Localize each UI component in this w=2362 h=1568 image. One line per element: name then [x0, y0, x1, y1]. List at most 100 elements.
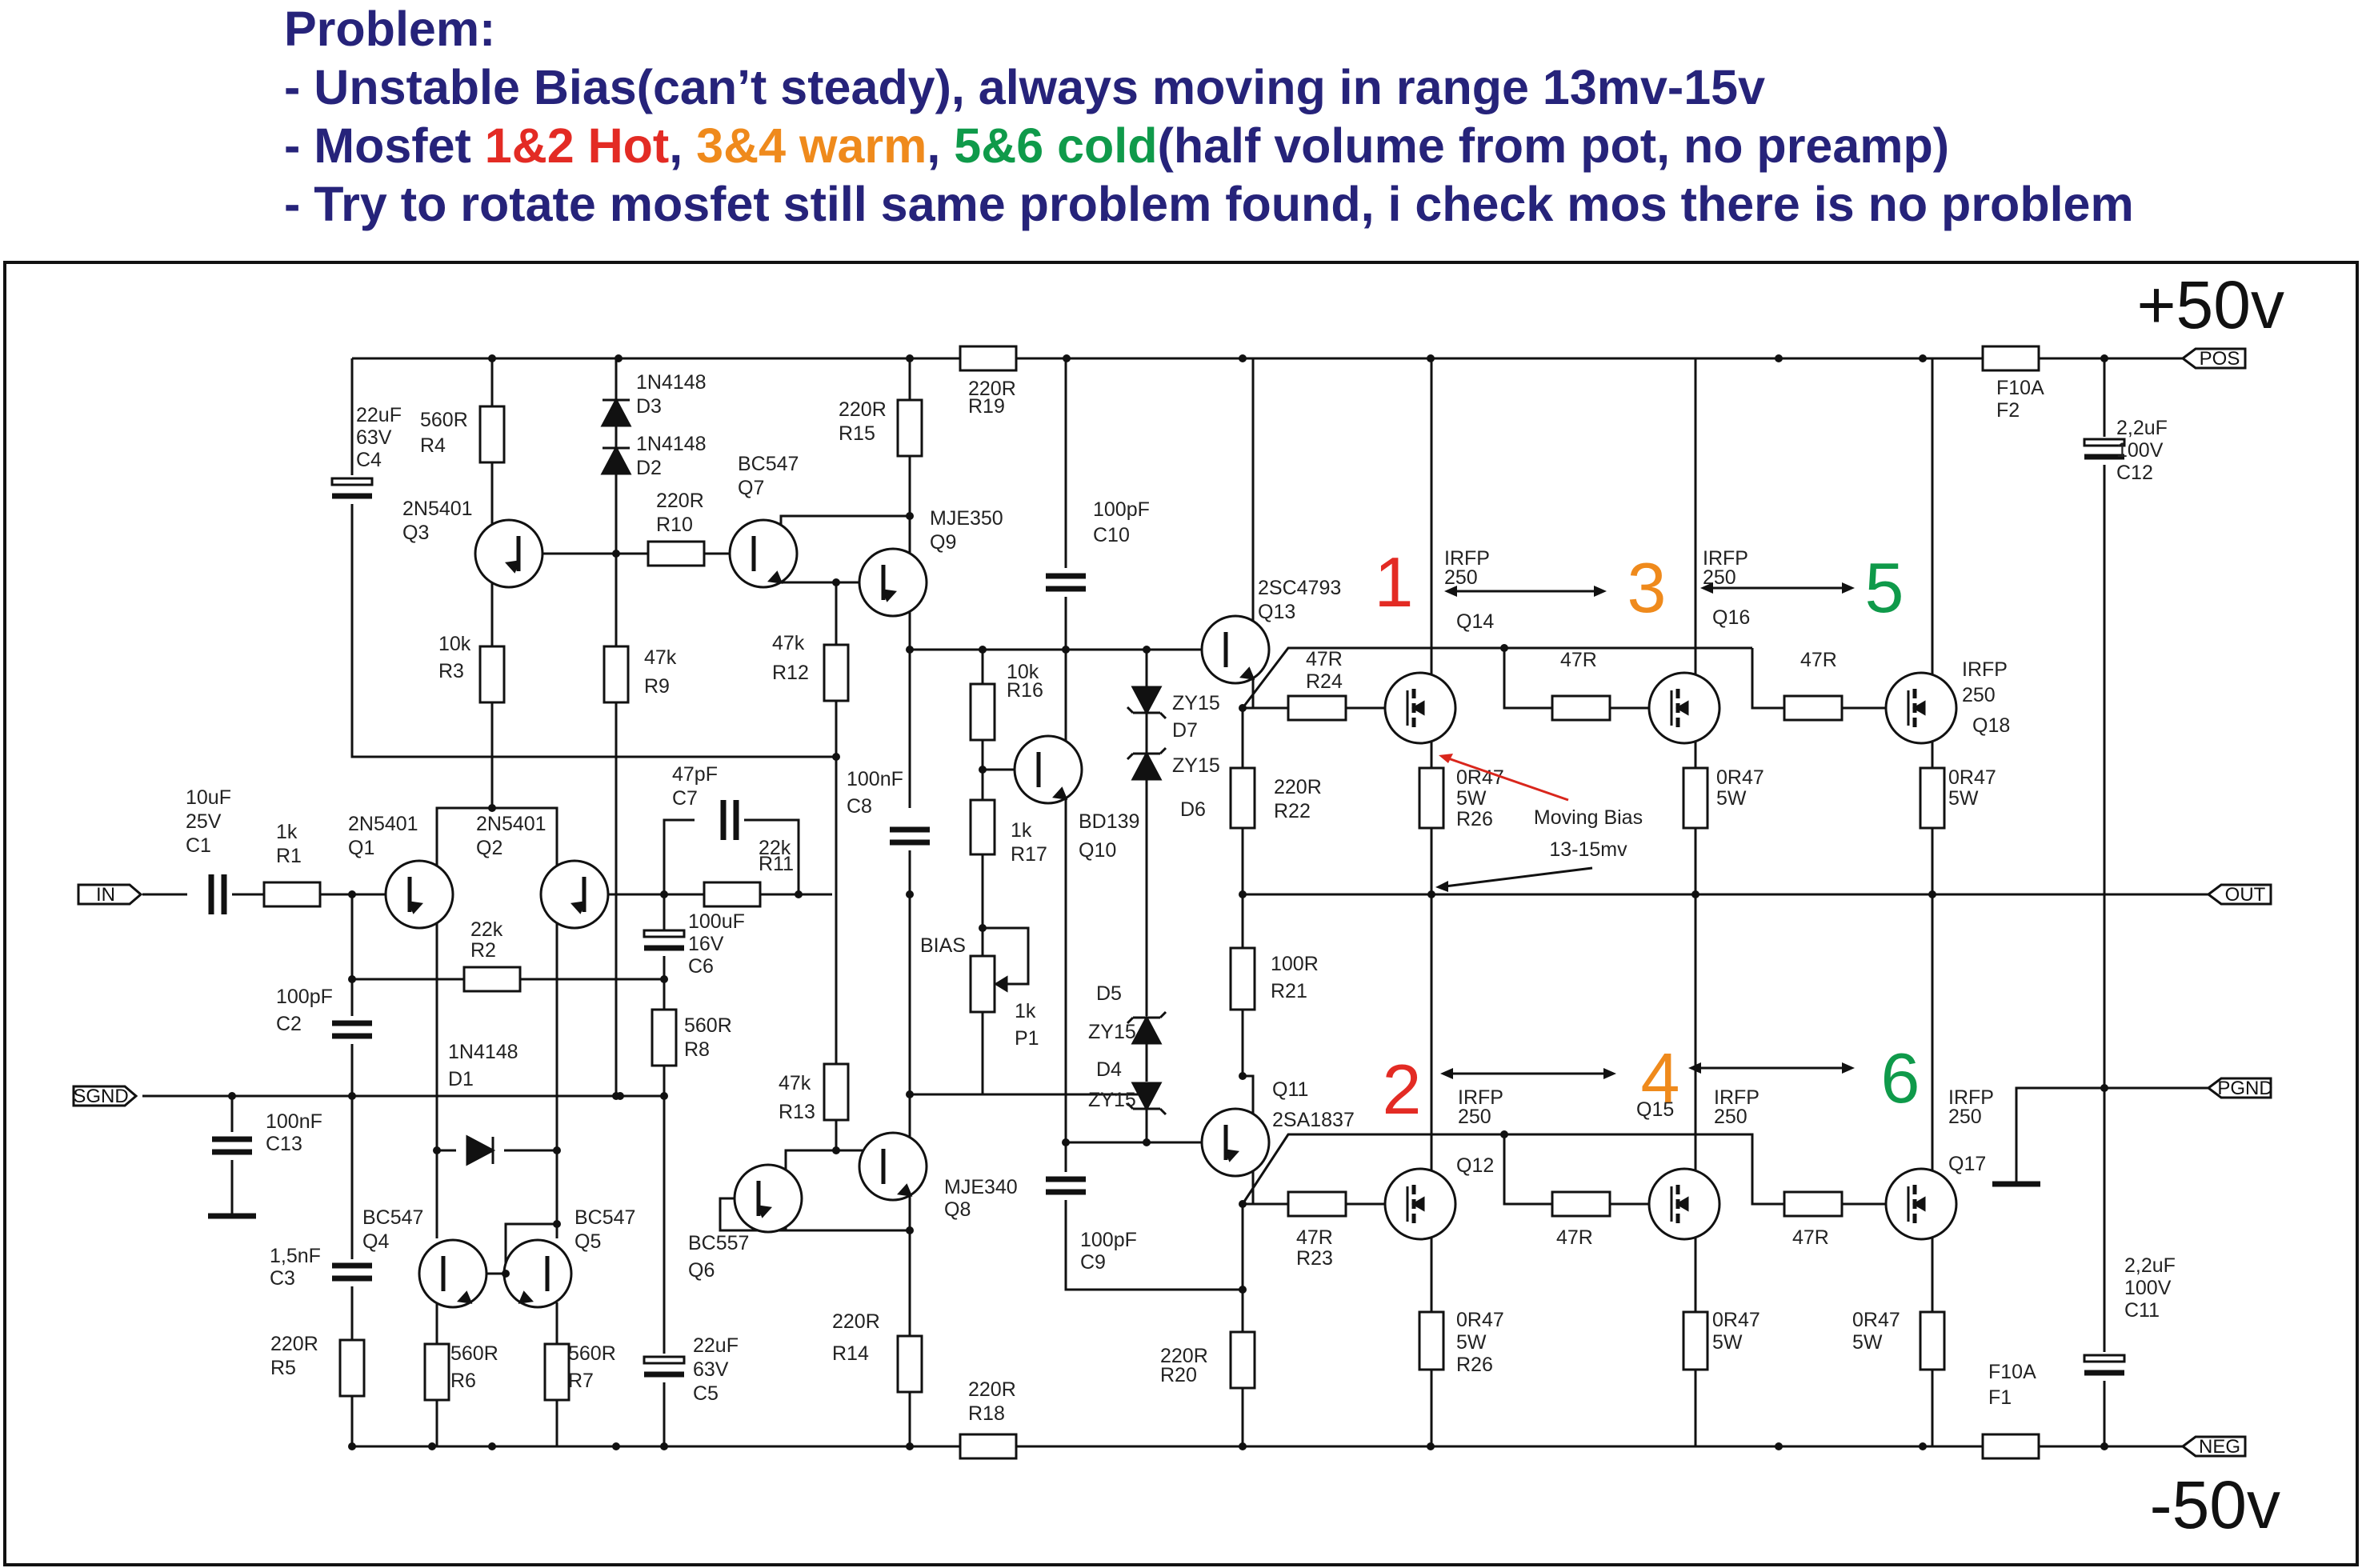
wire — [719, 1197, 910, 1232]
resistor — [1981, 345, 2040, 372]
label-q3: 2N5401 — [402, 498, 473, 520]
label-c11: 2,2uF — [2124, 1254, 2176, 1277]
label-q10: BD139 — [1079, 810, 1139, 833]
transistor — [858, 1131, 928, 1202]
junction-dot — [1427, 890, 1435, 898]
mosfet-number-5: 5 — [1865, 548, 1904, 627]
label-q2: Q2 — [476, 837, 502, 859]
wire — [1751, 648, 1784, 710]
wire — [1159, 1107, 1167, 1116]
resistor — [478, 645, 506, 704]
label-r11: 22k — [759, 837, 791, 859]
label-gate-r-q15: 47R — [1556, 1226, 1593, 1249]
resistor — [423, 1342, 450, 1402]
label-p1: P1 — [1015, 1027, 1039, 1050]
arrow-2-4-head — [1440, 1068, 1453, 1079]
transistor — [1200, 1107, 1271, 1178]
resistor — [823, 643, 850, 702]
problem-notes: Problem: - Unstable Bias(can’t steady), … — [284, 0, 2332, 234]
junction-dot — [1239, 1072, 1247, 1080]
port-out — [2206, 883, 2272, 906]
resistor — [896, 1334, 923, 1394]
junction-dot — [612, 550, 620, 558]
junction-dot — [1775, 354, 1783, 362]
junction-dot — [832, 1146, 840, 1154]
capacitor-polarity — [330, 477, 374, 486]
label-c1: 25V — [186, 810, 222, 833]
diode — [1131, 686, 1163, 716]
emitter-arrow — [457, 1290, 473, 1304]
component-labels: +50v-50v22uF63VC4560RR41N4148D31N4148D22… — [186, 267, 2284, 1542]
port-sgnd — [72, 1085, 138, 1107]
junction-dot — [615, 354, 623, 362]
junction-dot — [2100, 1084, 2108, 1092]
transistor — [1013, 734, 1083, 805]
neg-rail-voltage: -50v — [2150, 1467, 2280, 1542]
mosfet-number-2: 2 — [1383, 1050, 1422, 1129]
mosfet-arrow — [1411, 700, 1425, 716]
emitter-arrow — [518, 1290, 534, 1304]
label-zy15-d5: ZY15 — [1088, 1021, 1136, 1043]
transistor — [502, 1238, 573, 1309]
label-c3: C3 — [270, 1267, 295, 1290]
junction-dot — [228, 1092, 236, 1100]
label-r20: 220R — [1160, 1345, 1208, 1367]
label-source-r-q16: 5W — [1716, 787, 1747, 810]
label-d3: D3 — [636, 395, 662, 418]
junction-dot — [979, 766, 987, 774]
resistor — [1418, 766, 1445, 830]
resistor — [1551, 1190, 1611, 1218]
junction-dot — [906, 890, 914, 898]
label-q13: Q13 — [1258, 601, 1295, 623]
transistor — [474, 518, 544, 589]
label-r2: 22k — [470, 918, 503, 941]
mosfet-arrow — [1912, 700, 1926, 716]
bias-annotation-line2: 13-15mv — [1549, 838, 1627, 861]
junction-dot — [906, 646, 914, 654]
label-q4: Q4 — [362, 1230, 389, 1253]
label-q5: Q5 — [574, 1230, 601, 1253]
transistor — [858, 547, 928, 618]
label-q8: MJE340 — [944, 1176, 1018, 1198]
schematic-border — [3, 261, 2359, 1566]
label-r4: 560R — [420, 409, 468, 431]
emitter-arrow — [1239, 666, 1255, 680]
port-pgnd — [2206, 1077, 2272, 1099]
label-r15: 220R — [839, 398, 887, 421]
label-q14-ref: Q14 — [1456, 610, 1494, 633]
capacitor-polarity — [643, 1355, 686, 1365]
label-r14: 220R — [832, 1310, 880, 1333]
label-c10: C10 — [1093, 524, 1130, 546]
resistor — [959, 345, 1018, 372]
wire — [744, 818, 800, 894]
label-d4: D4 — [1096, 1058, 1122, 1081]
label-q12: 250 — [1458, 1106, 1491, 1128]
label-r21: R21 — [1271, 980, 1307, 1002]
junction-dot — [1239, 1286, 1247, 1294]
label-c9: 100pF — [1080, 1229, 1137, 1251]
wire — [1126, 1016, 1135, 1025]
label-r23: R23 — [1296, 1247, 1333, 1270]
label-q13: 2SC4793 — [1258, 577, 1341, 599]
line2-warm: 3&4 warm — [696, 118, 927, 173]
label-r13: R13 — [779, 1101, 815, 1123]
label-f2: F2 — [1996, 399, 2020, 422]
resistor — [262, 881, 322, 908]
resistor — [338, 1338, 366, 1398]
port-neg — [2180, 1435, 2247, 1458]
junction-dot — [795, 890, 803, 898]
bias-arrow-black-head — [1435, 881, 1448, 892]
arrow-1-3-head — [1444, 586, 1457, 597]
resistor — [1783, 1190, 1844, 1218]
label-q6: Q6 — [688, 1259, 715, 1282]
transistor — [728, 518, 799, 589]
wire — [480, 1222, 557, 1275]
resistor — [647, 540, 706, 567]
label-r5: R5 — [270, 1357, 296, 1379]
label-r3: 10k — [438, 633, 471, 655]
wire — [779, 514, 910, 525]
label-q17: IRFP — [1948, 1086, 1994, 1109]
label-r24: R24 — [1306, 670, 1343, 693]
label-c6: C6 — [688, 955, 714, 978]
